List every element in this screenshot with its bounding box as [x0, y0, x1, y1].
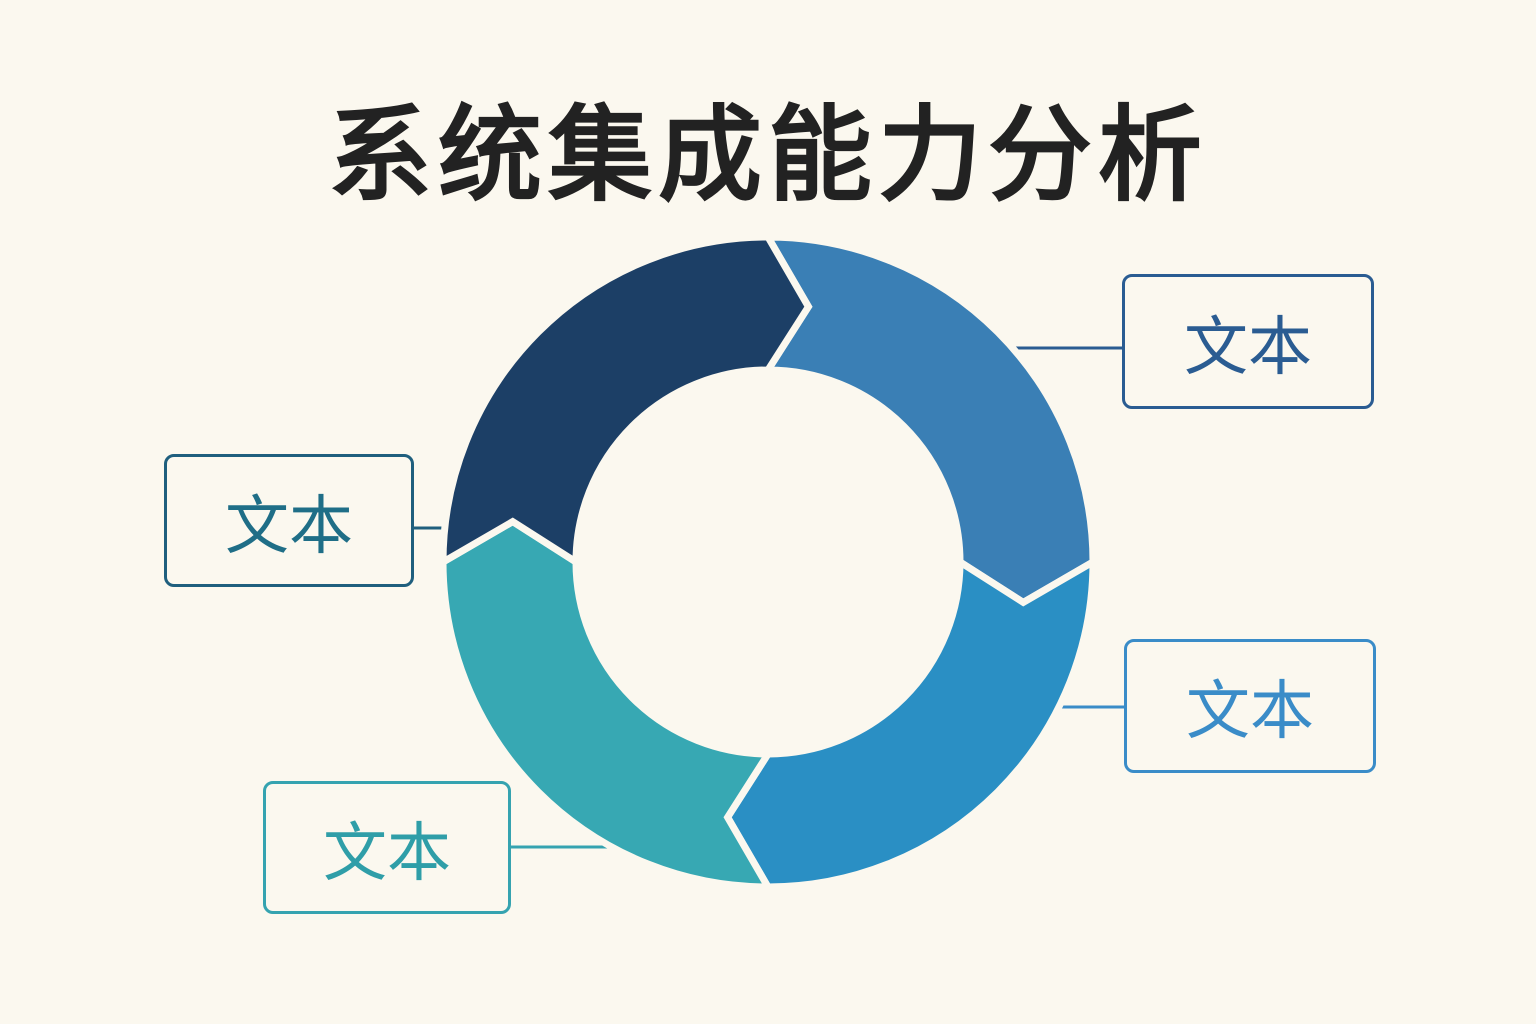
segment-bottom-left — [439, 517, 775, 891]
label-box-bottom-left: 文本 — [263, 781, 511, 914]
label-box-left: 文本 — [164, 454, 414, 587]
label-box-bottom-right: 文本 — [1124, 639, 1376, 773]
segment-bottom-right — [723, 555, 1097, 891]
segment-top-left — [439, 233, 813, 569]
diagram-title: 系统集成能力分析 — [327, 94, 1208, 216]
segment-top-right — [761, 233, 1097, 607]
label-text: 文本 — [323, 816, 451, 891]
label-text: 文本 — [1184, 310, 1312, 385]
label-text: 文本 — [225, 489, 353, 564]
label-box-top-right: 文本 — [1122, 274, 1374, 409]
label-text: 文本 — [1186, 675, 1314, 749]
